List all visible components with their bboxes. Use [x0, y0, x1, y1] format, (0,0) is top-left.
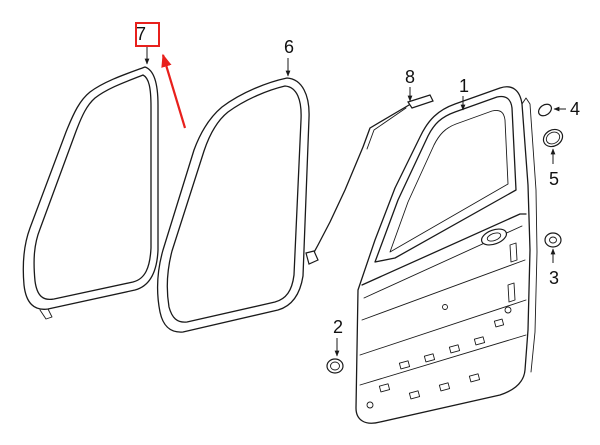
- door-check-cable-part-8[interactable]: [305, 94, 434, 265]
- callout-8: 8: [405, 67, 415, 87]
- plug-part-5[interactable]: [540, 126, 565, 150]
- door-seal-inner-part-7[interactable]: [22, 66, 159, 320]
- highlight-box-7: [135, 22, 160, 47]
- callout-6: 6: [284, 37, 294, 57]
- callout-4: 4: [570, 99, 580, 119]
- highlight-arrow-7: [161, 53, 187, 129]
- plug-part-2[interactable]: [326, 358, 344, 374]
- door-seal-outer-part-6[interactable]: [156, 77, 310, 333]
- callout-3: 3: [549, 268, 559, 288]
- callout-7: 7: [136, 24, 146, 44]
- grommet-part-3[interactable]: [544, 232, 562, 248]
- callout-5: 5: [549, 169, 559, 189]
- door-shell-part-1[interactable]: [355, 86, 538, 424]
- clip-part-4[interactable]: [536, 102, 553, 118]
- callout-1: 1: [459, 76, 469, 96]
- callout-2: 2: [333, 317, 343, 337]
